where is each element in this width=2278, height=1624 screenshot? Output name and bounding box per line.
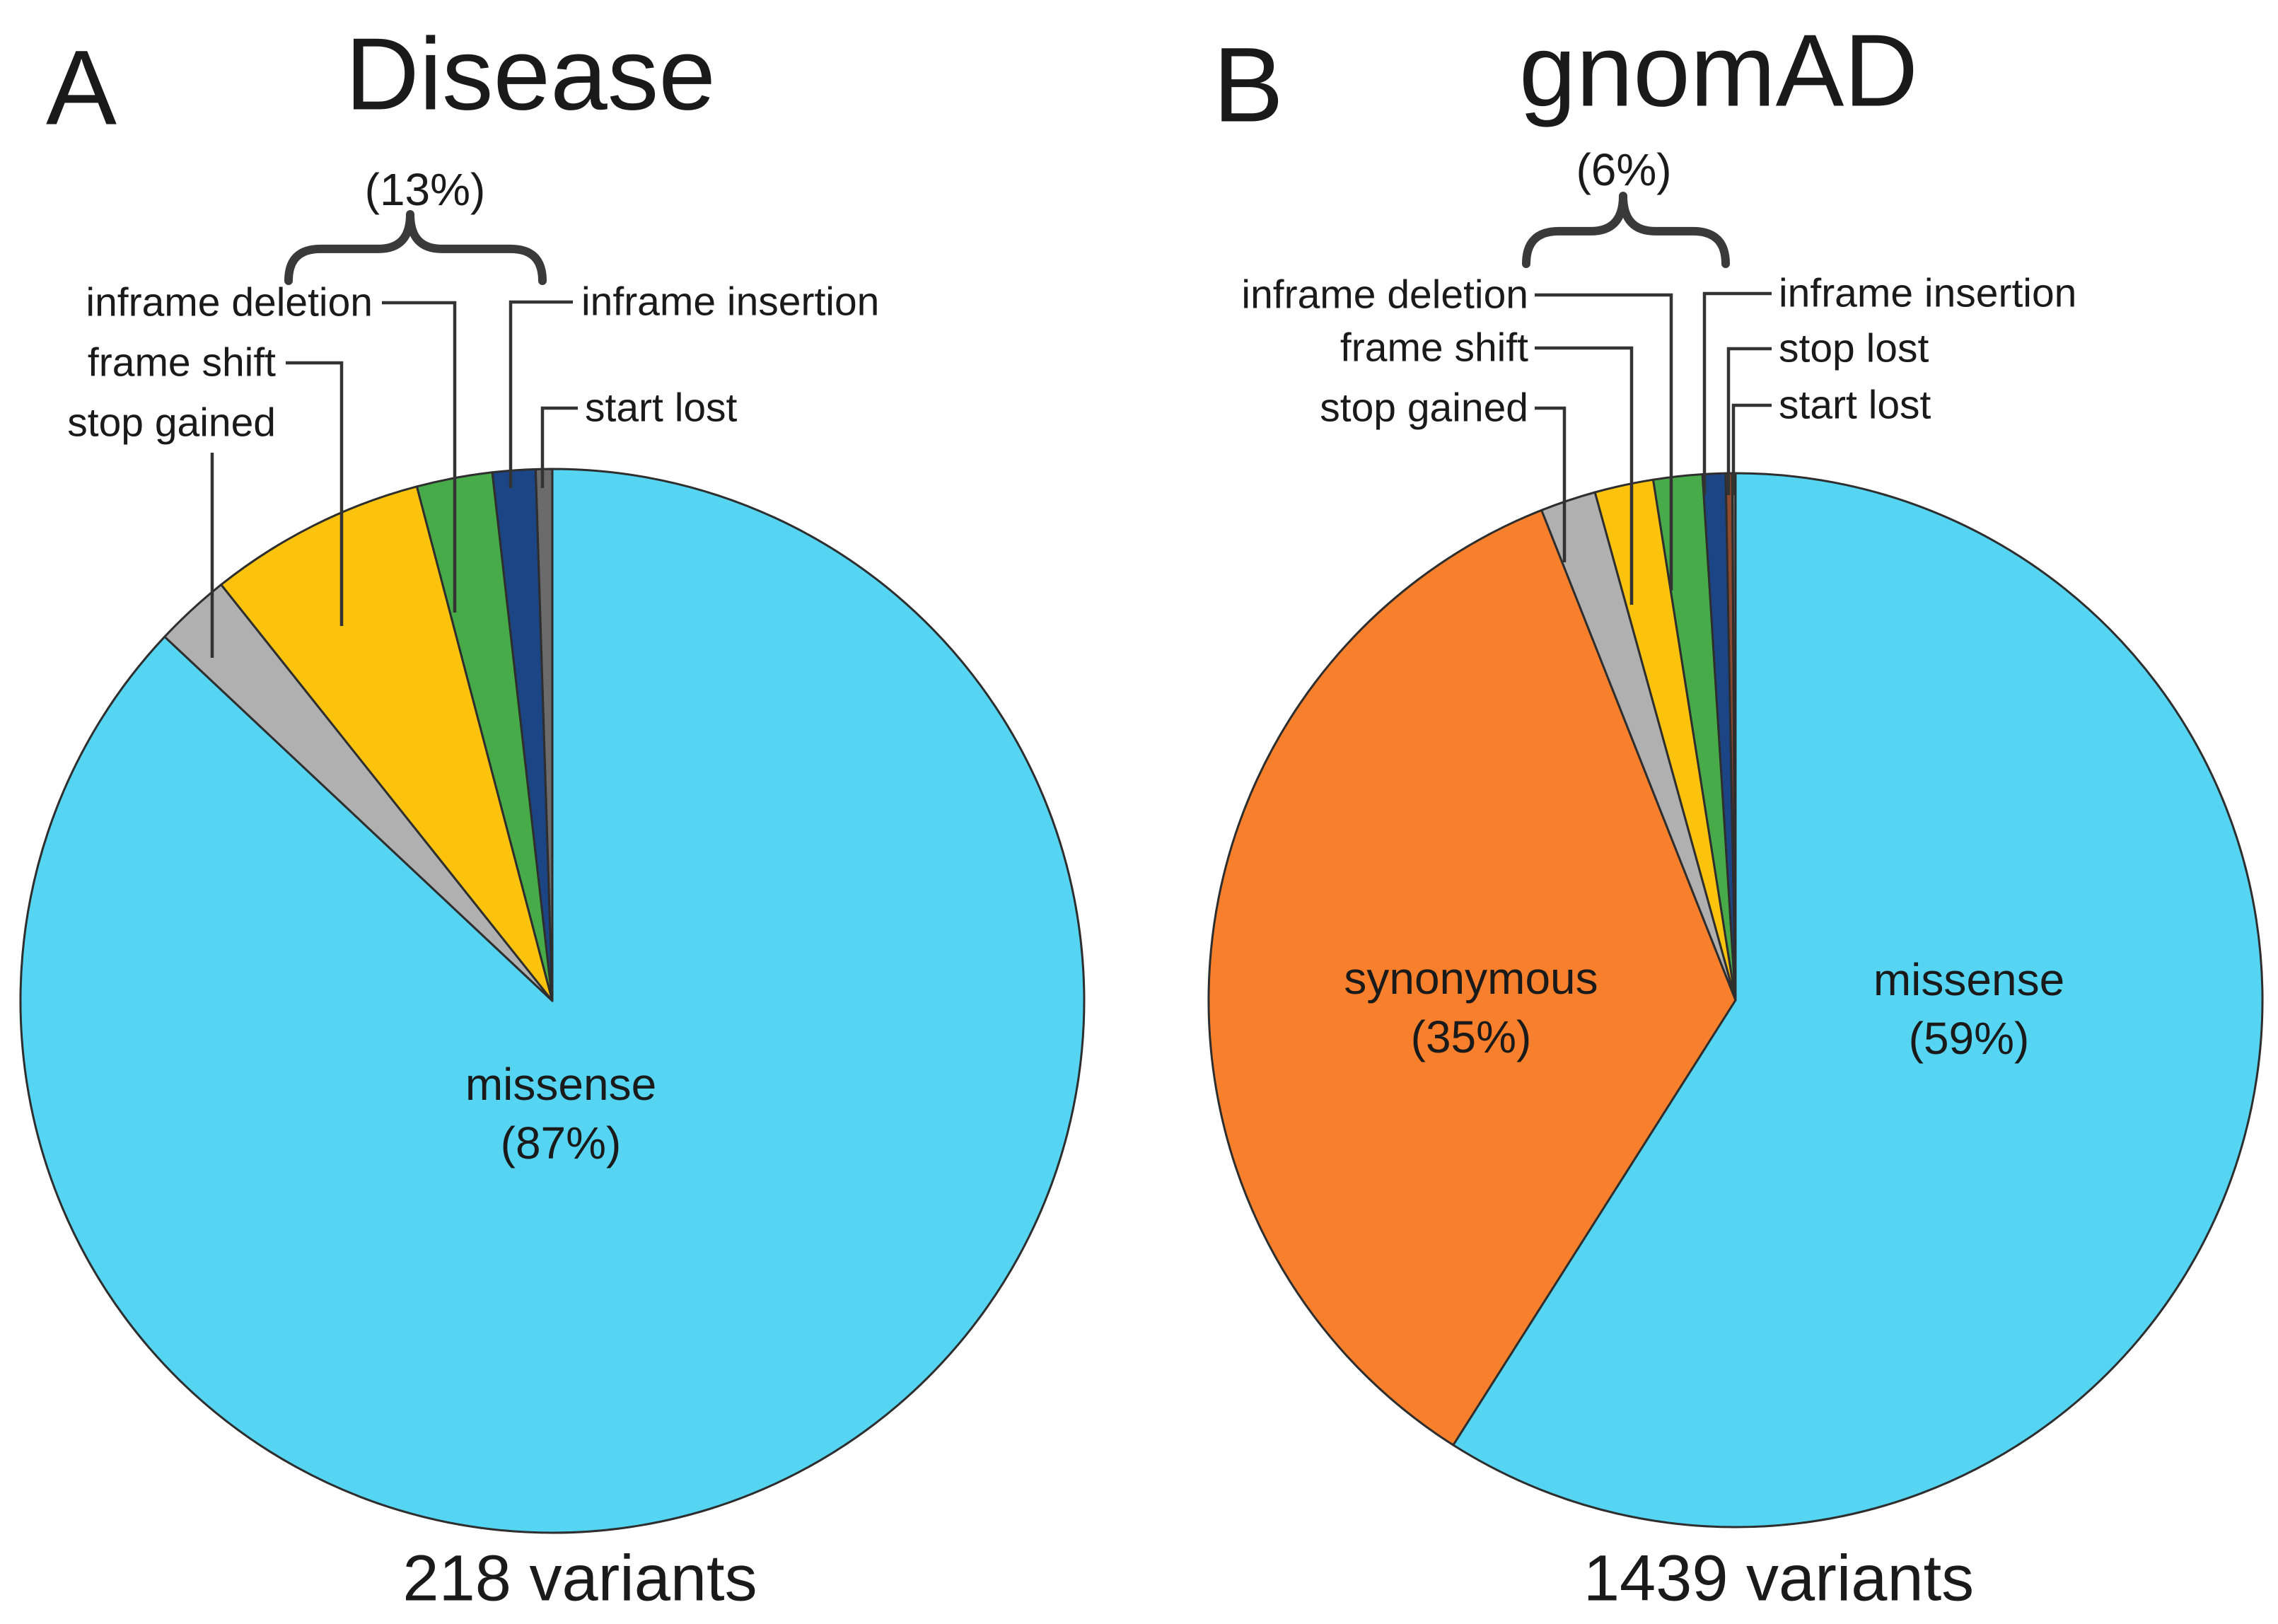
slice-label-missense-a-name: missense	[465, 1058, 657, 1110]
pie-slice-frame-shift	[220, 485, 554, 1002]
panel-letter-b: B	[1212, 25, 1284, 144]
curly-brace-gnomad	[1522, 192, 1730, 268]
pie-gnomad	[1207, 472, 2264, 1529]
panel-title-disease: Disease	[345, 16, 716, 132]
leader-line	[1731, 403, 1772, 495]
callout-inframe-deletion-b: inframe deletion	[1241, 272, 1528, 318]
leader-line	[540, 406, 578, 488]
callout-inframe-insertion-a: inframe insertion	[581, 279, 880, 325]
slice-label-missense-b: missense (59%)	[1873, 951, 2064, 1068]
pie-slice-synonymous	[1207, 509, 1737, 1446]
slice-label-missense-b-pct: (59%)	[1908, 1013, 2030, 1064]
callout-frame-shift-a: frame shift	[87, 340, 276, 385]
leader-line	[1535, 406, 1567, 562]
leader-line	[1726, 347, 1772, 495]
callout-frame-shift-b: frame shift	[1340, 325, 1528, 371]
callout-start-lost-a: start lost	[585, 385, 738, 431]
callout-stop-gained-a: stop gained	[67, 400, 276, 446]
callout-start-lost-b: start lost	[1779, 382, 1931, 428]
slice-label-missense-b-name: missense	[1873, 953, 2065, 1005]
leader-line	[1535, 346, 1634, 605]
leader-line	[1535, 293, 1673, 591]
slice-label-synonymous-b-pct: (35%)	[1410, 1011, 1532, 1062]
leader-line	[509, 300, 573, 488]
callout-stop-lost-b: stop lost	[1779, 325, 1929, 371]
group-percent-label-b: (6%)	[1576, 144, 1672, 195]
leader-lines-disease	[210, 300, 578, 658]
caption-variant-count-a: 218 variants	[402, 1542, 757, 1615]
callout-stop-gained-b: stop gained	[1320, 385, 1528, 431]
slice-label-synonymous-b: synonymous (35%)	[1344, 949, 1598, 1067]
panel-title-gnomad: gnomAD	[1518, 13, 1919, 128]
caption-variant-count-b: 1439 variants	[1583, 1542, 1975, 1615]
slice-label-missense-a-pct: (87%)	[500, 1118, 622, 1168]
leader-lines-gnomad	[1535, 291, 1772, 605]
pie-slice-missense	[1452, 472, 2264, 1529]
callout-inframe-deletion-a: inframe deletion	[86, 279, 373, 325]
group-percent-label-a: (13%)	[364, 164, 486, 215]
pie-disease	[19, 468, 1086, 1534]
leader-line	[382, 301, 457, 613]
curly-brace-disease	[284, 210, 547, 285]
panel-letter-a: A	[45, 28, 117, 147]
slice-label-synonymous-b-name: synonymous	[1344, 952, 1598, 1004]
leader-line	[286, 361, 344, 626]
leader-line	[1702, 291, 1772, 495]
slice-label-missense-a: missense (87%)	[465, 1055, 656, 1173]
callout-inframe-insertion-b: inframe insertion	[1779, 270, 2077, 316]
